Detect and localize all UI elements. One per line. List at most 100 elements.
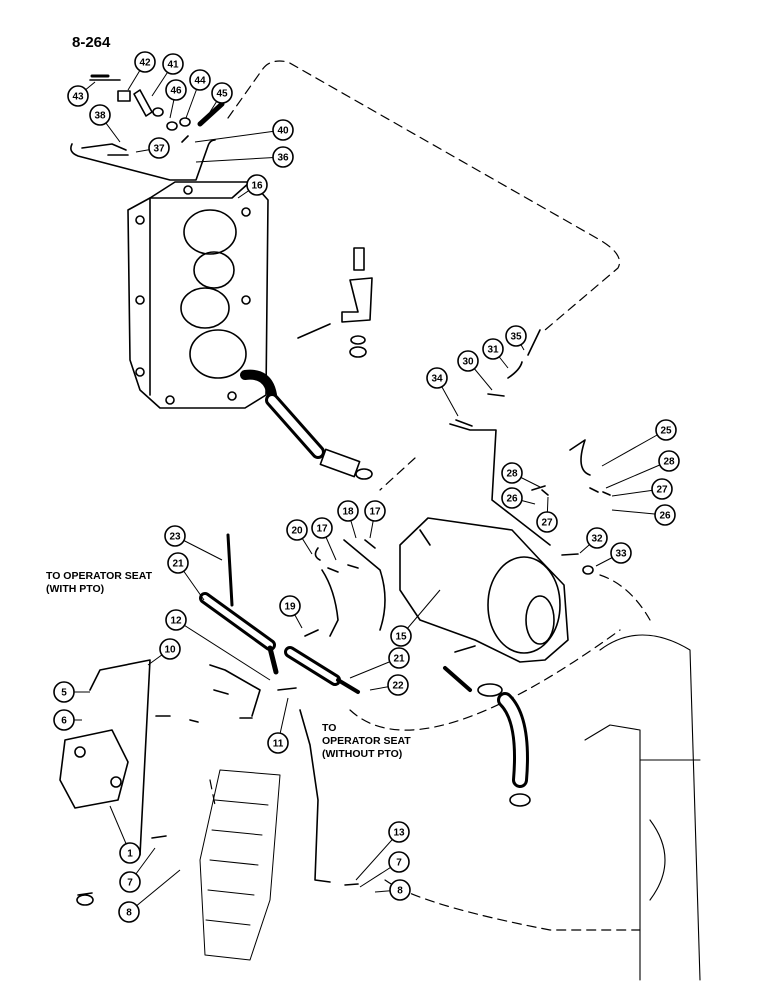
note-with-pto: TO OPERATOR SEAT (WITH PTO): [46, 570, 152, 596]
note-without-pto: TO OPERATOR SEAT (WITHOUT PTO): [322, 722, 411, 761]
callout-circle: [311, 517, 333, 539]
callout-number: 44: [194, 76, 206, 87]
callout-number: 40: [277, 126, 289, 137]
manifold-block: [199, 769, 281, 961]
callout-circle: [501, 487, 523, 509]
note-without-pto-line3: (WITHOUT PTO): [322, 748, 403, 760]
tractor-frame-outline: [584, 634, 701, 981]
callout-circle: [482, 338, 504, 360]
tubes-right-upper: [449, 329, 611, 575]
callout-number: 19: [284, 602, 296, 613]
tubes-lower-left: [89, 659, 359, 886]
callout-number: 7: [127, 878, 133, 889]
callout-number: 28: [663, 457, 675, 468]
callout-circle: [586, 527, 608, 549]
callout-number: 13: [393, 828, 405, 839]
callout-circle: [388, 851, 410, 873]
callout-number: 46: [170, 86, 182, 97]
callout-circle: [655, 419, 677, 441]
callout-circle: [426, 367, 448, 389]
callout-leader: [605, 460, 670, 489]
note-without-pto-line2: OPERATOR SEAT: [322, 735, 411, 747]
callout-circle: [536, 511, 558, 533]
callout-circle: [388, 647, 410, 669]
callout-number: 10: [164, 645, 176, 656]
callout-number: 22: [392, 681, 404, 692]
callout-leader: [175, 619, 271, 681]
note-with-pto-line1: TO OPERATOR SEAT: [46, 570, 152, 582]
callout-circle: [505, 325, 527, 347]
callout-circle: [279, 595, 301, 617]
callout-number: 18: [342, 507, 354, 518]
callout-number: 15: [395, 632, 407, 643]
callout-circle: [189, 69, 211, 91]
callout-circle: [654, 504, 676, 526]
callout-number: 8: [397, 886, 403, 897]
callout-circle: [162, 53, 184, 75]
callout-leader: [194, 129, 284, 143]
callout-number: 38: [94, 111, 106, 122]
control-valve-1: [59, 729, 129, 906]
callout-number: 25: [660, 426, 672, 437]
note-without-pto-line1: TO: [322, 722, 337, 734]
callout-circle: [501, 462, 523, 484]
note-with-pto-line2: (WITH PTO): [46, 583, 105, 595]
callout-number: 1: [127, 849, 133, 860]
callout-number: 37: [153, 144, 165, 155]
callout-circle: [53, 681, 75, 703]
callout-circle: [119, 871, 141, 893]
callout-circle: [118, 901, 140, 923]
callout-circle: [246, 174, 268, 196]
callout-circle: [390, 625, 412, 647]
hose-from-housing: [240, 369, 373, 480]
callout-number: 30: [462, 357, 474, 368]
pto-housing-16: [127, 181, 269, 409]
bracket-and-bolt: [297, 247, 373, 358]
callout-circle: [211, 82, 233, 104]
callout-number: 26: [506, 494, 518, 505]
callout-circle: [165, 609, 187, 631]
fittings-top-left: [70, 74, 225, 181]
callout-circle: [164, 525, 186, 547]
callout-circle: [364, 500, 386, 522]
callout-number: 42: [139, 58, 151, 69]
callout-number: 32: [591, 534, 603, 545]
callout-number: 45: [216, 89, 228, 100]
page-number: 8-264: [72, 34, 111, 51]
callout-number: 11: [273, 739, 284, 750]
callout-number: 12: [170, 616, 182, 627]
callout-number: 35: [510, 332, 522, 343]
callout-circle: [610, 542, 632, 564]
cable-tie-23: [226, 533, 234, 607]
callout-number: 7: [396, 858, 402, 869]
callout-number: 33: [615, 549, 627, 560]
callout-circle: [167, 552, 189, 574]
callout-number: 21: [393, 654, 405, 665]
callout-circle: [159, 638, 181, 660]
callout-circle: [658, 450, 680, 472]
callout-number: 23: [169, 532, 181, 543]
dashed-routing-lines: [209, 60, 651, 931]
callout-number: 28: [506, 469, 518, 480]
callout-number: 36: [277, 153, 289, 164]
callout-number: 31: [487, 345, 499, 356]
callout-circle: [387, 674, 409, 696]
callout-leader: [128, 869, 181, 913]
hose-21: [199, 592, 360, 694]
tubes-middle: [304, 539, 386, 637]
callout-number: 17: [369, 507, 381, 518]
callout-circle: [267, 732, 289, 754]
callout-number: 26: [659, 511, 671, 522]
callout-number: 17: [316, 524, 328, 535]
hose-lower-right: [443, 645, 531, 807]
callout-circle: [388, 821, 410, 843]
callout-circle: [148, 137, 170, 159]
callout-circle: [457, 350, 479, 372]
callout-number: 5: [61, 688, 67, 699]
callout-number: 27: [656, 485, 668, 496]
callout-number: 41: [167, 60, 179, 71]
pump-motor-15: [399, 517, 569, 663]
callout-circle: [53, 709, 75, 731]
